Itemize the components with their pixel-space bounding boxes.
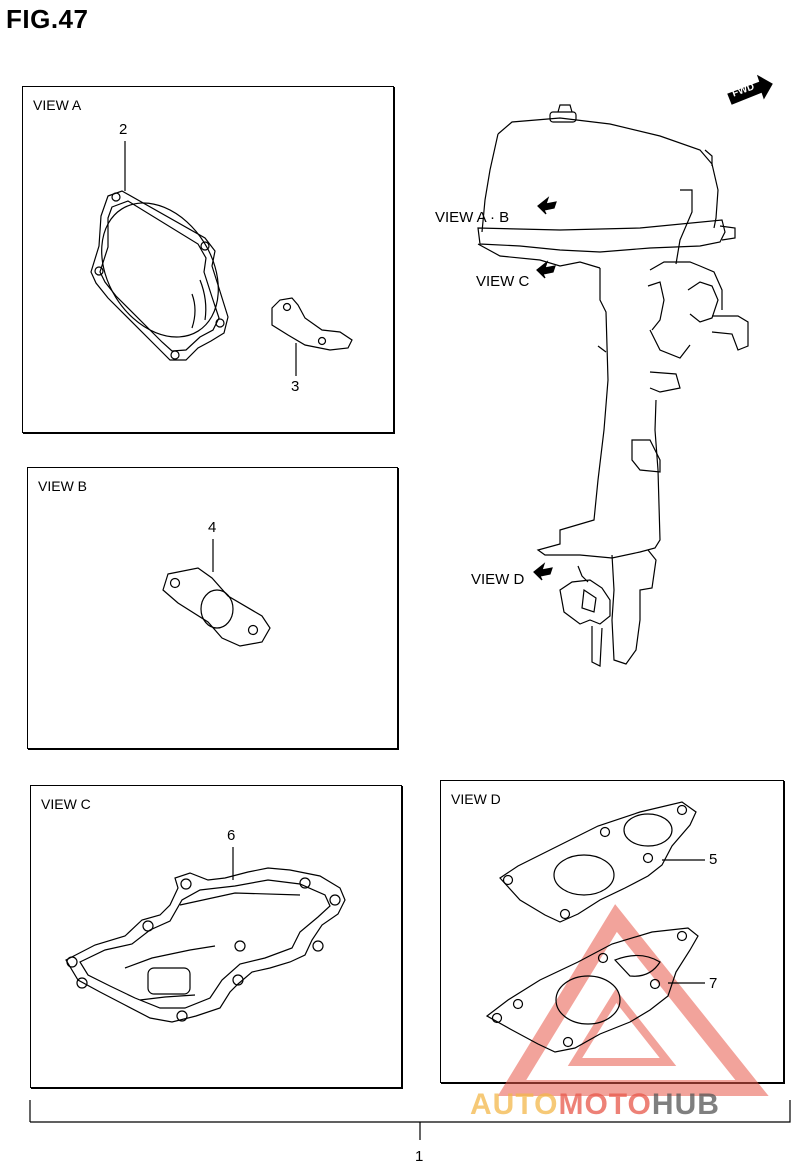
watermark-hub: HUB xyxy=(651,1088,720,1121)
callout-part-5: 5 xyxy=(709,851,718,868)
callout-assembly-1: 1 xyxy=(415,1148,424,1165)
figure-title: FIG.47 xyxy=(6,4,89,34)
callout-part-2: 2 xyxy=(119,121,128,138)
label-view-c: VIEW C xyxy=(476,273,530,290)
gasket-part-2 xyxy=(90,190,229,361)
watermark-triangle xyxy=(497,904,769,1096)
gasket-part-3 xyxy=(271,297,353,351)
panel-view-a: VIEW A xyxy=(22,86,394,433)
panel-view-b-title: VIEW B xyxy=(38,478,88,494)
callout-part-7: 7 xyxy=(709,975,718,992)
watermark-text: AUTOMOTOHUB xyxy=(470,1088,720,1122)
panel-view-c-title: VIEW C xyxy=(41,796,91,812)
panel-view-c: VIEW C xyxy=(30,785,402,1088)
callout-part-4: 4 xyxy=(208,519,217,536)
panel-view-b: VIEW B xyxy=(27,467,398,749)
callout-part-3: 3 xyxy=(291,378,300,395)
callout-part-6: 6 xyxy=(227,827,236,844)
label-view-a-b: VIEW A · B xyxy=(435,209,510,226)
gasket-part-6 xyxy=(65,867,346,1023)
gasket-part-7 xyxy=(485,927,699,1053)
watermark-auto: AUTO xyxy=(470,1088,559,1121)
gasket-part-4 xyxy=(162,567,271,647)
label-view-d: VIEW D xyxy=(471,571,525,588)
panel-view-a-title: VIEW A xyxy=(33,97,82,113)
panel-view-d-title: VIEW D xyxy=(451,791,501,807)
outboard-engine-illustration xyxy=(477,104,749,667)
watermark-moto: MOTO xyxy=(558,1088,652,1121)
gasket-part-5 xyxy=(499,801,697,923)
